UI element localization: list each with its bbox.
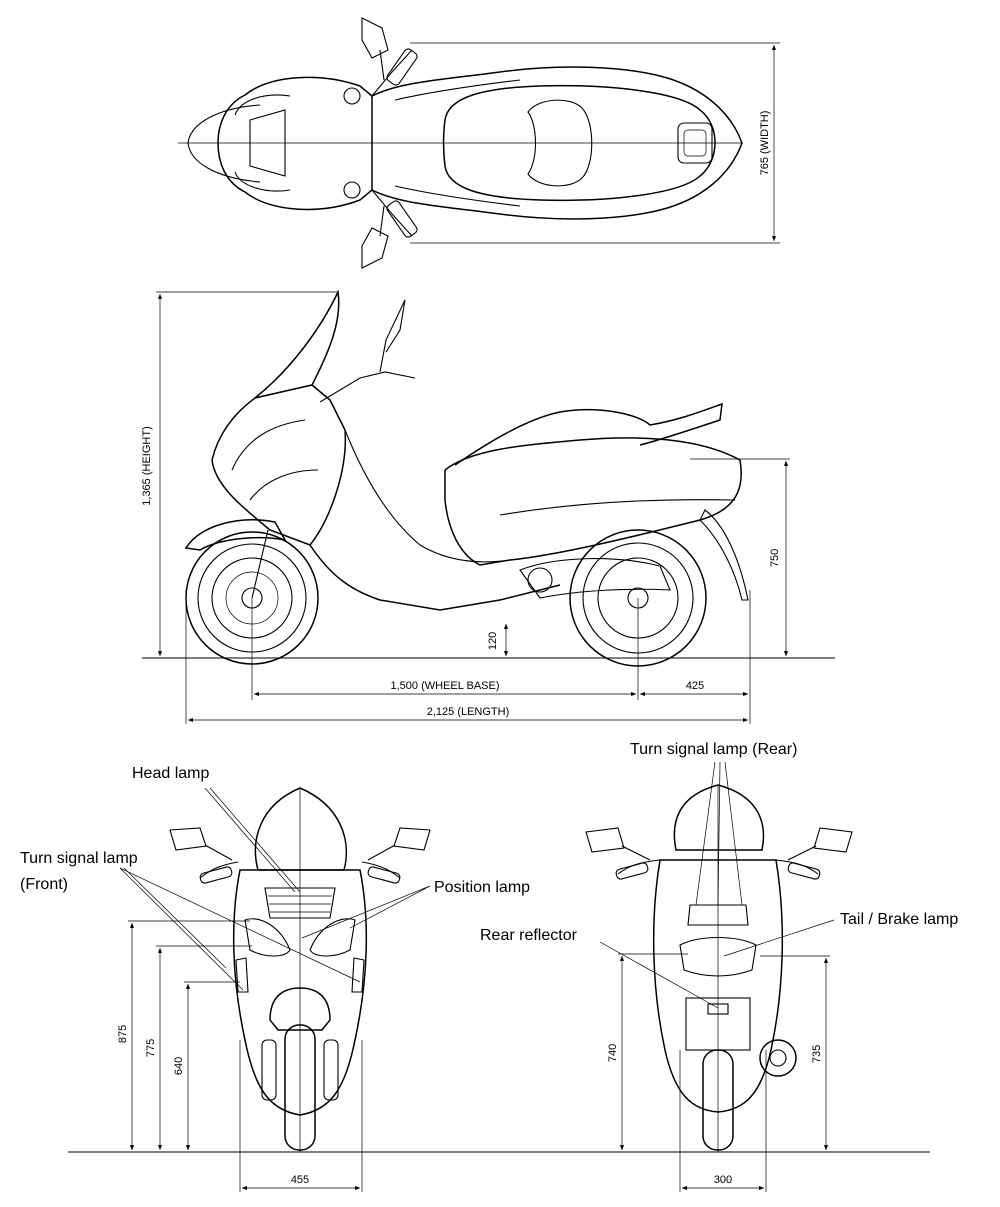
top-front-fairing	[217, 76, 373, 211]
rear-handlebar-right	[775, 859, 819, 875]
front-mirror-right	[393, 827, 431, 851]
rear-overhang-dim-label: 425	[686, 680, 704, 692]
rear-reflector	[707, 1003, 729, 1015]
rear-handlebar-left	[617, 859, 661, 875]
rear-wheel-back	[702, 1049, 734, 1151]
side-mirror	[379, 299, 406, 373]
rear-seat-grab	[687, 904, 749, 926]
rear-740-dim-label: 740	[607, 1044, 619, 1062]
front-875-dim-label: 875	[117, 1025, 129, 1043]
side-handlebar	[319, 371, 416, 403]
tail-brake-label: Tail / Brake lamp	[840, 911, 958, 928]
side-seat	[454, 402, 723, 466]
top-handlebar-left	[371, 49, 413, 97]
side-engine	[519, 558, 671, 599]
rear-mirror-left	[585, 827, 625, 853]
turn-signal-front-label-1: Turn signal lamp	[20, 850, 138, 867]
rear-view: 740 735 300 Turn signal lamp (Rear) Rear…	[480, 741, 958, 1192]
turn-signal-rear-leader	[695, 761, 743, 906]
position-lamp-label: Position lamp	[434, 879, 530, 896]
turn-signal-front-label-2: (Front)	[20, 876, 68, 893]
front-position-lamp-left	[244, 918, 291, 957]
top-mirror-left	[361, 17, 389, 59]
front-mirror-left	[169, 827, 207, 851]
front-fender	[184, 519, 287, 551]
length-dim-label: 2,125 (LENGTH)	[427, 706, 510, 718]
rear-reflector-label: Rear reflector	[480, 927, 578, 944]
side-floorboard	[309, 544, 561, 611]
front-windscreen	[254, 787, 348, 871]
front-turn-signal-right	[351, 957, 365, 993]
side-windscreen	[254, 289, 340, 399]
front-wheel-front	[284, 1024, 316, 1151]
front-view: 875 775 640 455 Head lamp Turn signal la…	[20, 765, 930, 1192]
headlamp-leader	[204, 787, 301, 893]
wheelbase-dim-label: 1,500 (WHEEL BASE)	[390, 680, 499, 692]
tail-brake-leader	[723, 919, 835, 957]
height-dim-label: 1,365 (HEIGHT)	[141, 426, 153, 505]
front-775-dim-label: 775	[145, 1039, 157, 1057]
top-seat	[442, 84, 716, 202]
front-fender-front	[269, 987, 331, 1031]
side-rear-body	[444, 437, 742, 566]
turn-signal-front-leader	[119, 867, 361, 991]
side-front-cowl	[211, 384, 347, 546]
seat-height-dim-label: 750	[769, 549, 781, 567]
ground-clearance-dim-label: 120	[487, 632, 499, 650]
top-mirror-right	[361, 227, 389, 269]
rear-muffler	[759, 1039, 797, 1077]
front-width-dim-label: 455	[291, 1174, 309, 1186]
rear-wheel	[569, 529, 707, 667]
rear-735-dim-label: 735	[811, 1045, 823, 1063]
front-position-lamp-right	[309, 918, 356, 957]
side-view: 1,365 (HEIGHT) 750 120 1,500 (WHEEL BASE…	[141, 289, 835, 724]
front-handlebar-left	[199, 861, 239, 879]
front-handlebar-right	[361, 861, 401, 879]
front-640-dim-label: 640	[173, 1057, 185, 1075]
front-headlamp-grille	[264, 887, 336, 919]
rear-width-dim-label: 300	[714, 1174, 732, 1186]
rear-mirror-right	[813, 827, 853, 853]
top-front-nose	[187, 104, 261, 183]
front-body	[232, 869, 368, 1116]
rear-tail-lamp	[679, 937, 757, 977]
top-handlebar-right	[371, 189, 413, 237]
width-dim-label: 765 (WIDTH)	[759, 111, 771, 176]
top-seat-back	[527, 99, 593, 187]
top-view: 765 (WIDTH)	[178, 17, 780, 269]
rear-reflector-leader	[599, 941, 719, 1009]
front-turn-signal-left	[235, 957, 249, 993]
position-lamp-leader	[301, 885, 431, 939]
turn-signal-rear-label: Turn signal lamp (Rear)	[630, 741, 797, 758]
top-body-outline	[371, 66, 743, 220]
rear-body	[652, 859, 784, 1113]
top-tail-box	[677, 122, 713, 164]
side-rear-mudguard	[699, 509, 749, 601]
head-lamp-label: Head lamp	[132, 765, 209, 782]
top-headlamp-area	[249, 109, 286, 177]
